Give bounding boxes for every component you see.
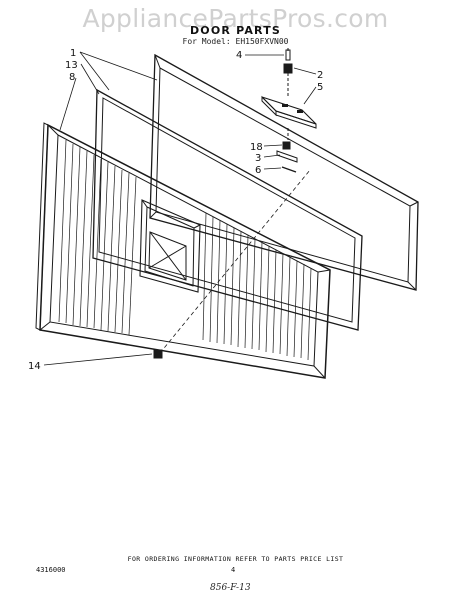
page-title: DOOR PARTS (189, 24, 282, 37)
model-subtitle: For Model: EH150FXVN00 (182, 37, 289, 46)
door-plug-part (153, 349, 163, 359)
page-number: 4 (231, 566, 236, 574)
handwritten-code: 856-F-13 (210, 583, 251, 593)
callout-2: 2 (317, 70, 323, 81)
door-gasket-part (92, 88, 363, 331)
callout-4: 4 (236, 50, 242, 61)
document-number: 4316000 (36, 566, 66, 574)
door-frame-part (149, 53, 419, 291)
door-panel-part (35, 122, 331, 379)
hinge-screw-part (283, 48, 293, 96)
callout-3: 3 (255, 153, 261, 164)
callout-6: 6 (255, 165, 261, 176)
callout-8: 8 (69, 72, 75, 83)
callout-14: 14 (28, 361, 41, 372)
hinge-pin-assembly-part (276, 128, 298, 173)
callout-1: 1 (70, 48, 76, 59)
callout-18: 18 (250, 142, 263, 153)
callout-5: 5 (317, 82, 323, 93)
callout-13: 13 (65, 60, 78, 71)
ordering-note: FOR ORDERING INFORMATION REFER TO PARTS … (127, 555, 344, 563)
hinge-bracket-part (261, 95, 317, 129)
